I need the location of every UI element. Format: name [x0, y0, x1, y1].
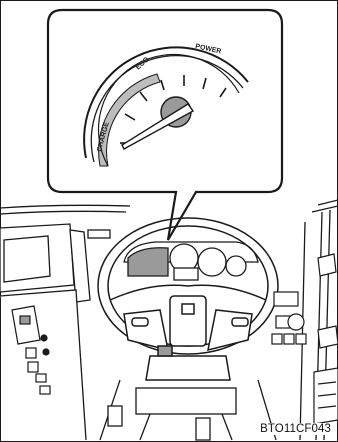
lower-column: [100, 380, 276, 440]
image-code: BTO11CF043: [259, 423, 332, 435]
speedometer-icon: [124, 242, 258, 280]
